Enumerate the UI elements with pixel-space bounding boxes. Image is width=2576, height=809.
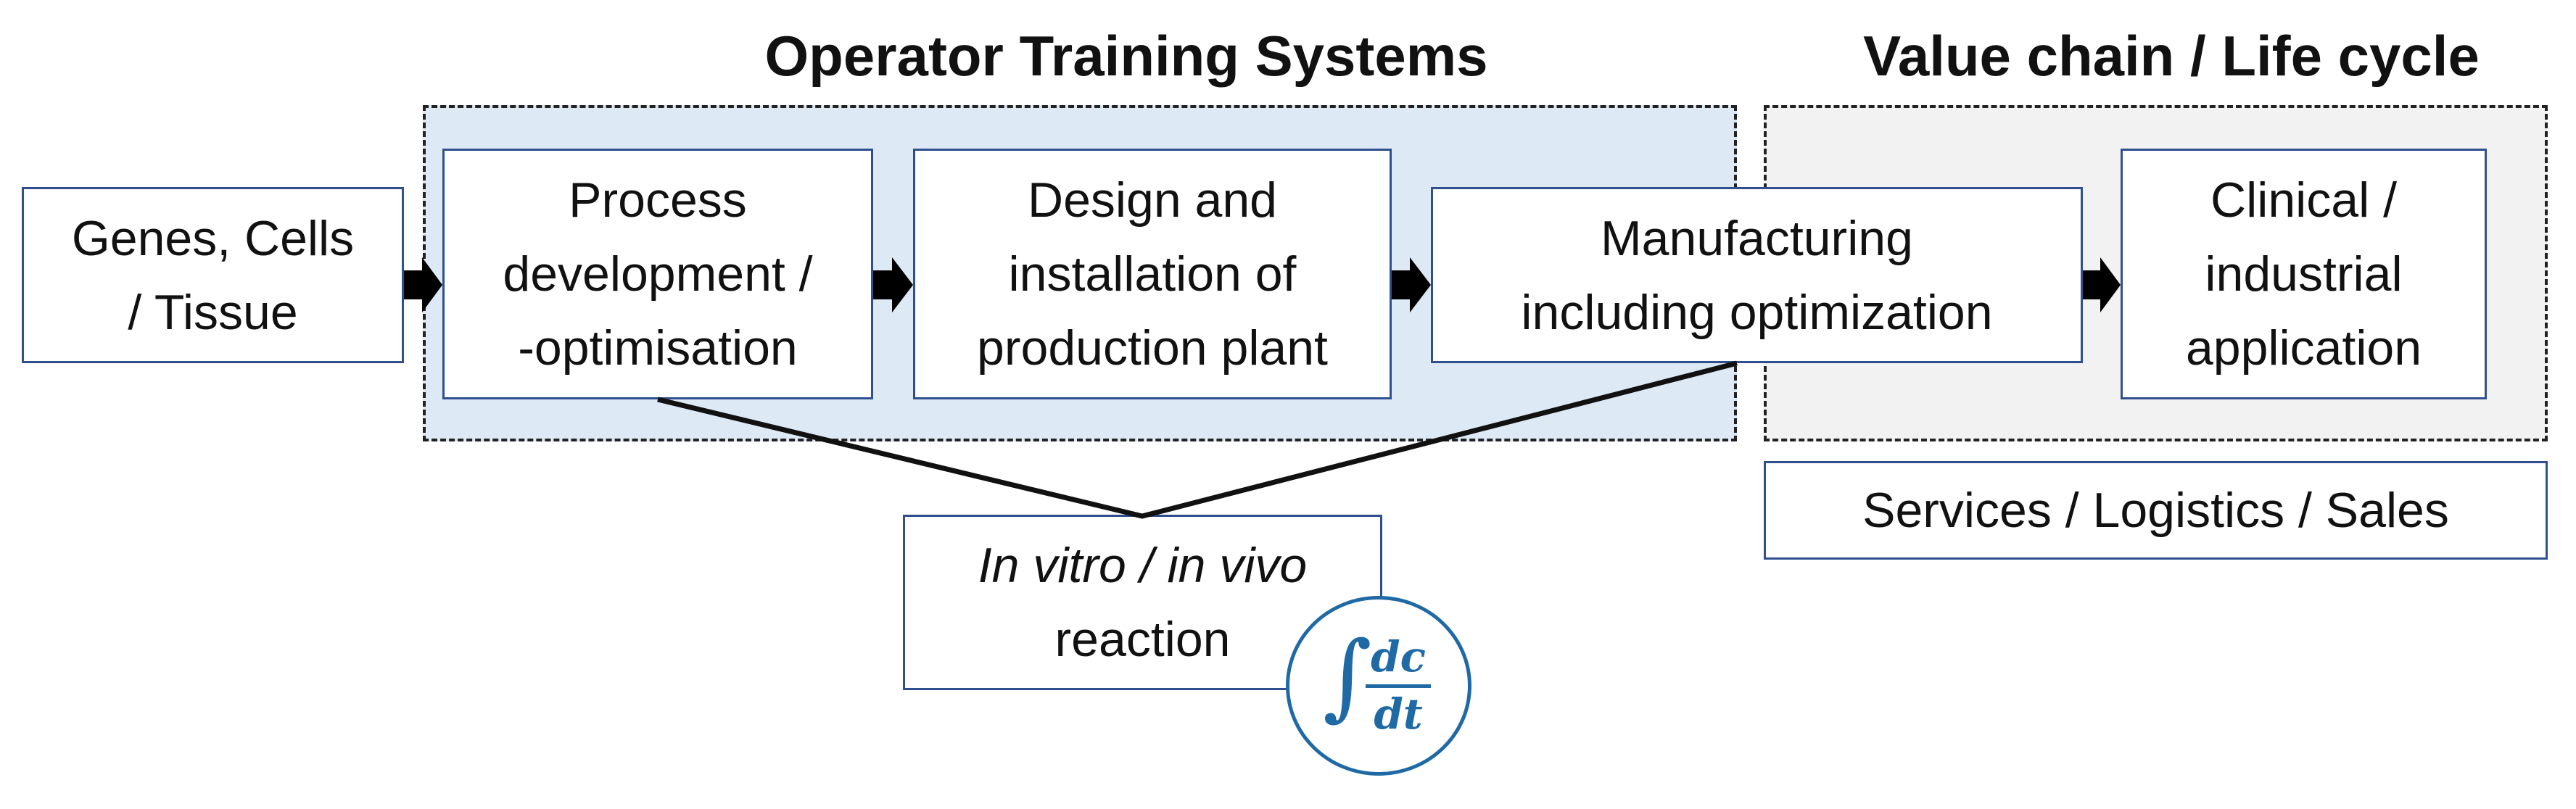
design-box-line-3: production plant (977, 320, 1328, 376)
genes-cells-tissue-box: Genes, Cells / Tissue (22, 187, 404, 363)
clinical-box-line-1: Clinical / (2210, 173, 2397, 228)
reaction-box-line-2: reaction (1054, 612, 1231, 667)
design-box-line-2: installation of (1008, 246, 1297, 302)
clinical-box-line-2: industrial (2205, 246, 2403, 302)
fraction-numerator: dc (1371, 632, 1426, 681)
process-box-line-2: development / (503, 246, 813, 302)
manufacturing-box-line-2: including optimization (1521, 284, 1993, 340)
genes-box-line-2: / Tissue (128, 284, 298, 340)
design-box-line-1: Design and (1027, 173, 1278, 228)
process-box-line-3: -optimisation (518, 320, 798, 376)
clinical-application-box: Clinical / industrial application (2121, 149, 2487, 399)
clinical-box-line-3: application (2185, 320, 2422, 376)
design-installation-box: Design and installation of production pl… (913, 149, 1392, 399)
fraction-denominator: dt (1374, 689, 1423, 739)
process-box-line-1: Process (569, 173, 747, 228)
services-box-label: Services / Logistics / Sales (1862, 483, 2449, 538)
value-chain-title: Value chain / Life cycle (1863, 24, 2480, 88)
process-development-box: Process development / -optimisation (442, 149, 873, 399)
manufacturing-box: Manufacturing including optimization (1431, 187, 2083, 363)
services-logistics-sales-box: Services / Logistics / Sales (1764, 461, 2548, 560)
manufacturing-box-line-1: Manufacturing (1601, 210, 1913, 266)
reaction-box-line-1: In vitro / in vivo (978, 538, 1308, 593)
integral-badge-icon: ∫ dc dt (1286, 596, 1471, 776)
fraction: dc dt (1366, 632, 1431, 739)
fraction-bar (1366, 684, 1431, 688)
operator-training-title: Operator Training Systems (764, 24, 1488, 88)
genes-box-line-1: Genes, Cells (71, 210, 355, 266)
integral-symbol: ∫ (1323, 621, 1372, 731)
